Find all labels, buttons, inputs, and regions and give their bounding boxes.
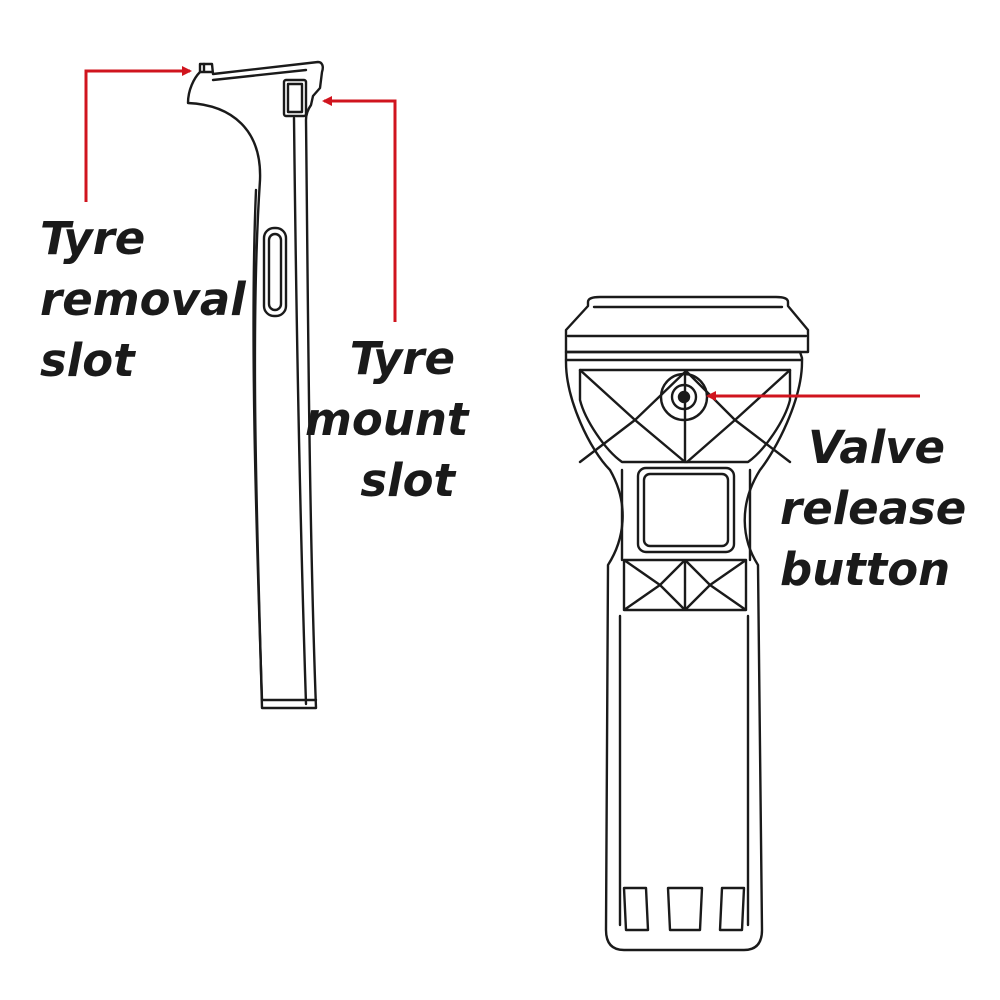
label-line: Tyre bbox=[349, 332, 455, 385]
label-line: release bbox=[780, 482, 967, 535]
valve-release-button-ring bbox=[670, 383, 698, 411]
label-line: slot bbox=[40, 334, 135, 387]
label-line: button bbox=[780, 543, 951, 596]
pump-bottom-slot-2 bbox=[666, 886, 704, 932]
pump-middle-window bbox=[636, 466, 736, 554]
label-line: Tyre bbox=[40, 212, 146, 265]
tyre-mount-slot-inner bbox=[286, 82, 304, 114]
tyre-lever bbox=[186, 60, 324, 710]
label-line: Valve bbox=[808, 421, 945, 474]
label-line: slot bbox=[360, 454, 455, 507]
pump-lattice-lower bbox=[622, 558, 748, 612]
pump-bottom-slot-3 bbox=[718, 886, 746, 932]
pump-lattice-frame bbox=[578, 368, 792, 464]
label-tyre-mount-slot: Tyre mount slot bbox=[305, 328, 469, 511]
pump-middle-window-inner bbox=[642, 472, 730, 548]
pump-body-inner-lines bbox=[618, 614, 750, 927]
tyre-removal-tab bbox=[198, 62, 214, 74]
valve-release-button-center bbox=[677, 390, 691, 404]
tyre-lever-inner-edge bbox=[292, 116, 308, 706]
leader-arrows bbox=[84, 66, 920, 401]
pump-middle-side-lines bbox=[620, 468, 752, 562]
arrow-tyre-removal-slot bbox=[84, 66, 192, 202]
label-tyre-removal-slot: Tyre removal slot bbox=[40, 208, 246, 391]
tyre-mount-slot-box bbox=[282, 78, 308, 118]
tyre-lever-outline bbox=[186, 60, 324, 710]
tyre-lever-grip-slot-inner bbox=[267, 232, 283, 312]
arrow-tyre-mount-slot bbox=[322, 96, 397, 322]
tyre-lever-grip-slot bbox=[262, 226, 288, 318]
tyre-lever-top-edge bbox=[211, 68, 308, 82]
label-valve-release-button: Valve release button bbox=[780, 417, 967, 600]
label-line: removal bbox=[40, 273, 246, 326]
pump-cap-outline bbox=[564, 295, 810, 354]
pump-body-outline bbox=[564, 350, 804, 952]
pump-handle bbox=[564, 295, 810, 952]
pump-bottom-slot-1 bbox=[622, 886, 650, 932]
label-line: mount bbox=[305, 393, 469, 446]
tyre-lever-back-edge bbox=[252, 188, 264, 702]
pump-lattice-upper bbox=[578, 368, 792, 464]
